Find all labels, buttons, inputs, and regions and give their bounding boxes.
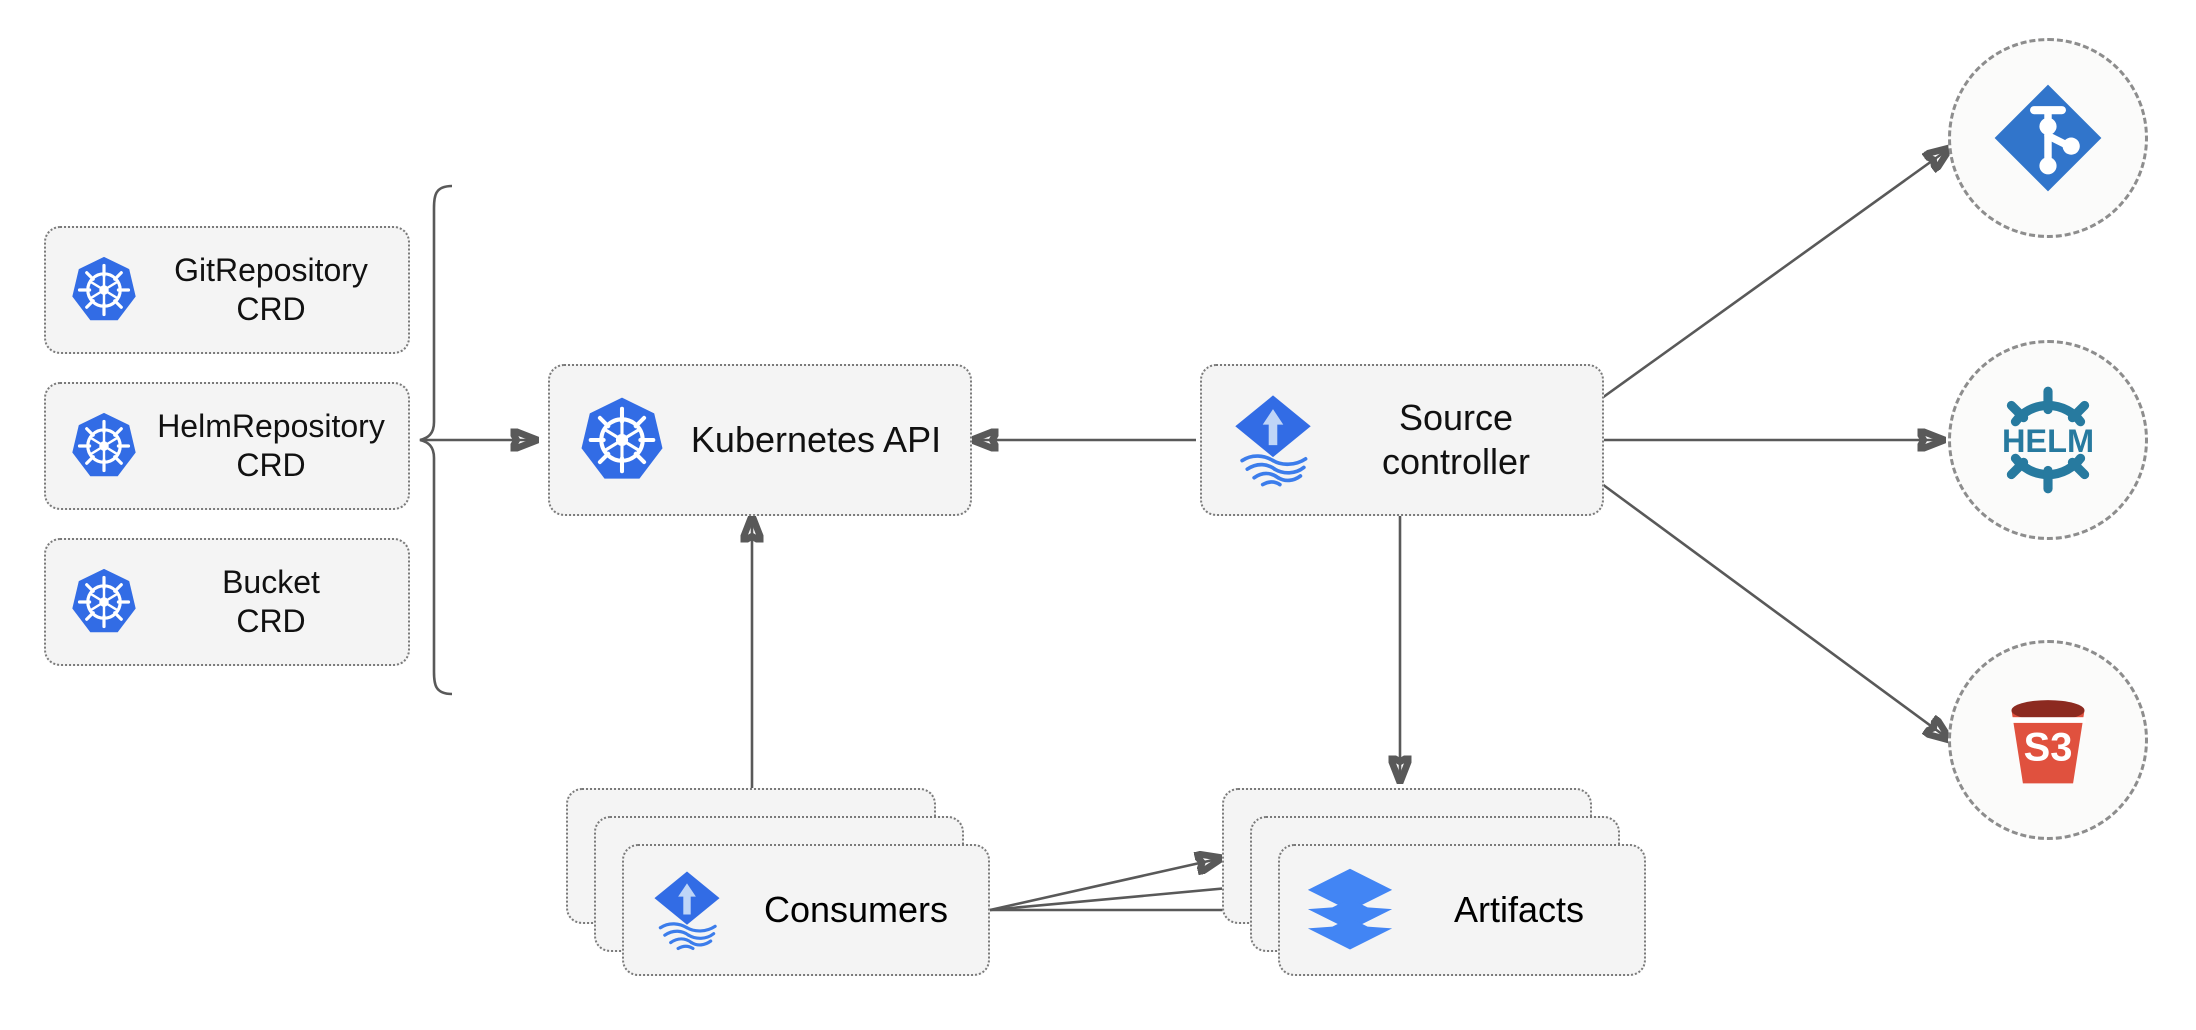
crd-box-bucket[interactable]: Bucket CRD	[44, 538, 410, 666]
consumers-label: Consumers	[763, 889, 949, 930]
helm-source-circle[interactable]: HELM	[1948, 340, 2148, 540]
edge-source-controller-to-git	[1601, 148, 1950, 400]
helm-icon: HELM	[1987, 379, 2109, 501]
crd-label: HelmRepository CRD	[157, 407, 385, 483]
kubernetes-icon	[68, 566, 140, 638]
s3-icon: S3	[1991, 683, 2105, 797]
s3-wordmark: S3	[2024, 726, 2073, 770]
edge-source-controller-to-s3	[1601, 482, 1950, 740]
crd-group-brace	[419, 184, 453, 696]
edge-consumers-to-artifacts-mid	[989, 886, 1250, 912]
kubernetes-icon	[68, 410, 140, 482]
s3-source-circle[interactable]: S3	[1948, 640, 2148, 840]
source-controller-label: Source controller	[1381, 397, 1531, 482]
source-controller-node[interactable]: Source controller	[1200, 364, 1604, 516]
artifacts-card-front[interactable]: Artifacts	[1278, 844, 1646, 976]
flux-icon	[650, 868, 724, 952]
consumers-card-front[interactable]: Consumers	[622, 844, 990, 976]
kubernetes-api-node[interactable]: Kubernetes API	[548, 364, 972, 516]
artifacts-label: Artifacts	[1453, 889, 1585, 930]
consumers-stack[interactable]: Consumers	[566, 788, 990, 976]
crd-label: GitRepository CRD	[174, 251, 368, 327]
kubernetes-icon	[576, 394, 668, 486]
kubernetes-icon	[68, 254, 140, 326]
edge-consumers-to-artifacts-back	[989, 858, 1222, 912]
kubernetes-api-label: Kubernetes API	[690, 419, 942, 461]
flux-icon	[1230, 392, 1316, 488]
artifacts-stack[interactable]: Artifacts	[1222, 788, 1646, 976]
helm-wordmark: HELM	[2002, 423, 2094, 459]
git-icon	[1990, 80, 2106, 196]
crd-box-gitrepository[interactable]: GitRepository CRD	[44, 226, 410, 354]
crd-box-helmrepository[interactable]: HelmRepository CRD	[44, 382, 410, 510]
git-source-circle[interactable]	[1948, 38, 2148, 238]
layers-icon	[1306, 867, 1394, 953]
crd-label: Bucket CRD	[222, 563, 320, 639]
